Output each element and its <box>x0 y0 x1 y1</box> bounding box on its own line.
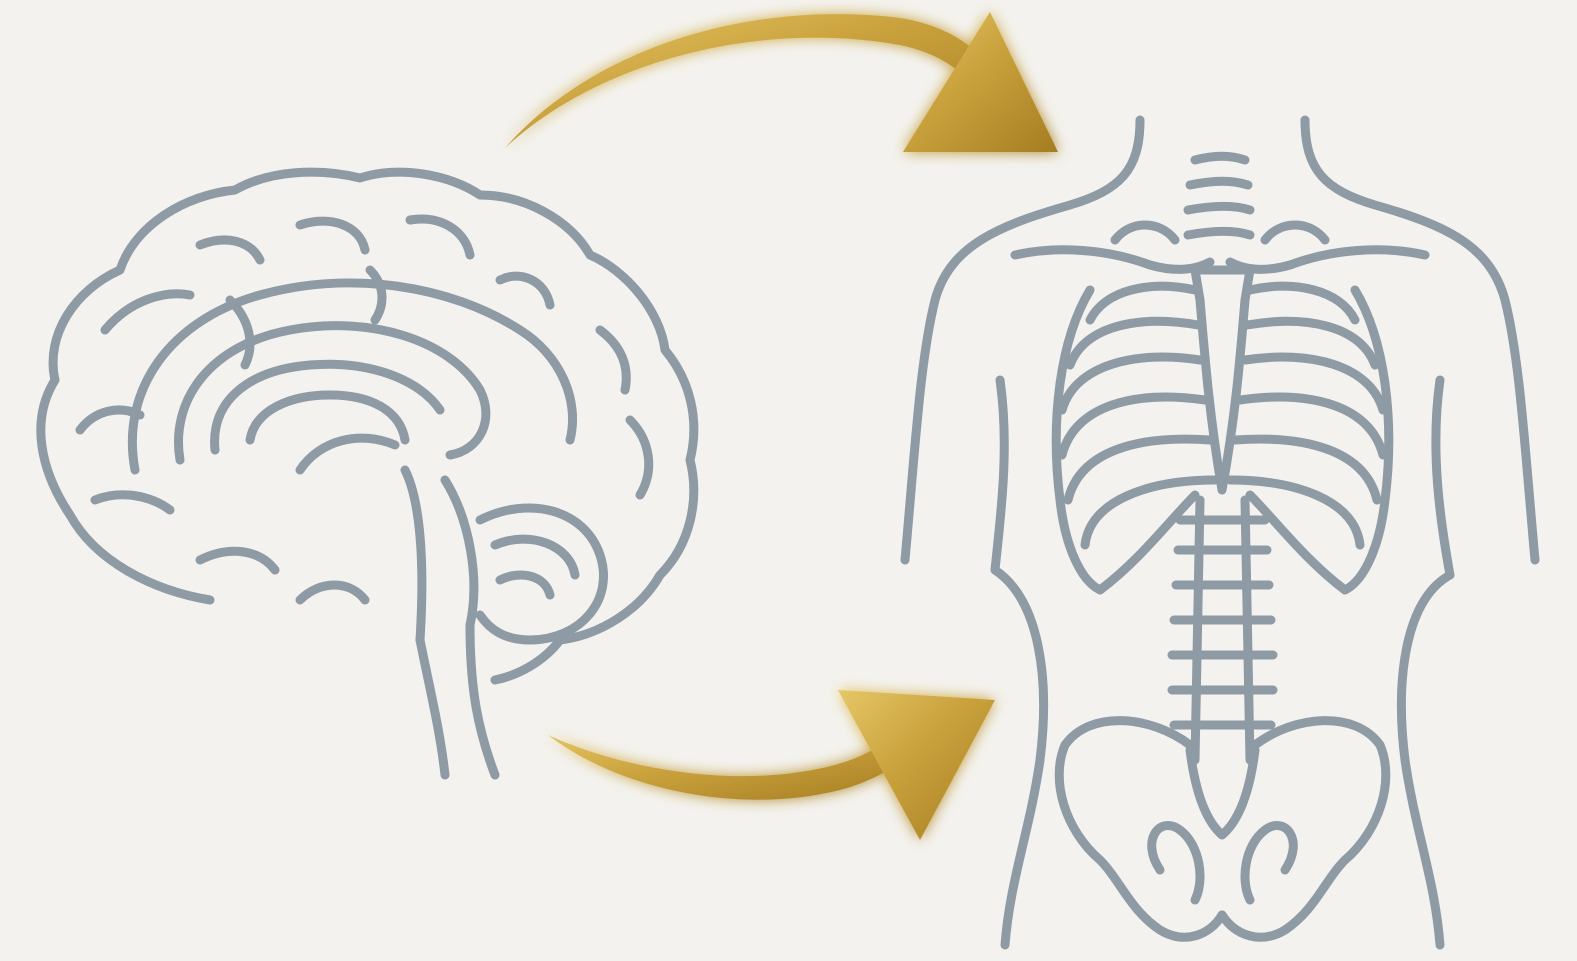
cervical-vertebra-1 <box>1195 156 1245 160</box>
cervical-vertebra-4 <box>1188 231 1250 235</box>
cervical-vertebra-2 <box>1190 181 1248 185</box>
cervical-vertebra-3 <box>1188 206 1250 210</box>
